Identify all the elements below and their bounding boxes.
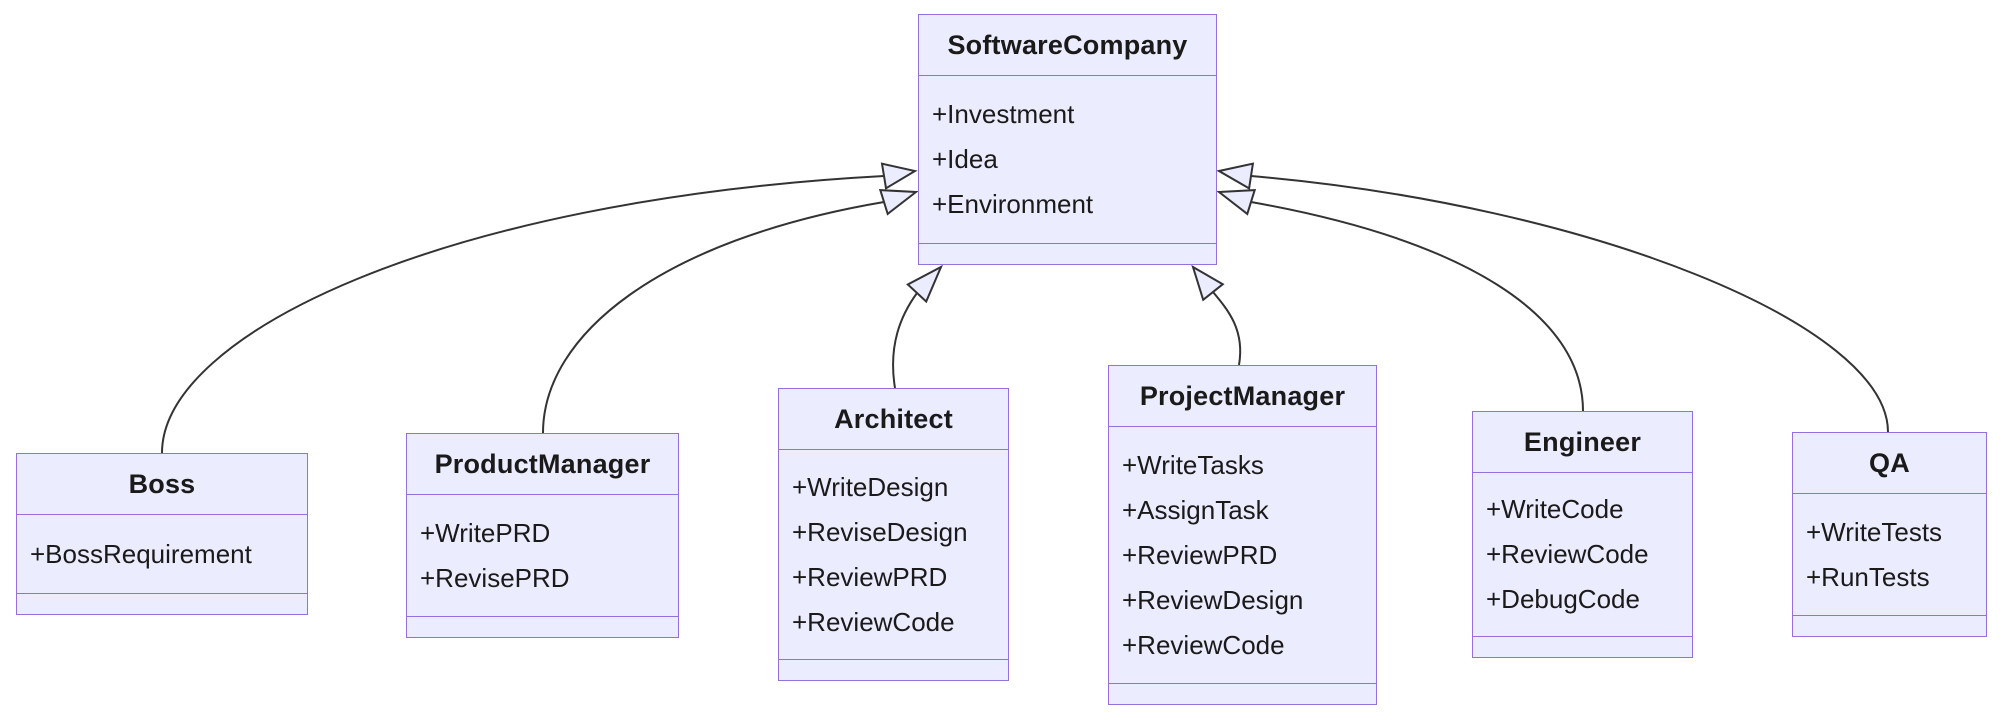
class-name: Boss	[17, 454, 307, 515]
class-attribute: +ReviewCode	[1122, 629, 1285, 660]
class-members: +WriteTests +RunTests	[1793, 494, 1986, 615]
inheritance-edge-productmanager	[542, 201, 885, 434]
class-name: QA	[1793, 433, 1986, 494]
class-box-boss: Boss +BossRequirement	[16, 453, 308, 615]
class-attribute: +Idea	[932, 144, 998, 174]
inheritance-arrowhead-architect	[906, 264, 944, 304]
class-box-engineer: Engineer +WriteCode +ReviewCode +DebugCo…	[1472, 411, 1693, 658]
class-attribute: +ReviewPRD	[1122, 539, 1278, 570]
class-attribute: +RevisePRD	[420, 562, 570, 593]
class-attribute: +Investment	[932, 99, 1075, 129]
class-members: +WriteTasks +AssignTask +ReviewPRD +Revi…	[1109, 427, 1376, 683]
class-name: ProjectManager	[1109, 366, 1376, 427]
class-methods-compartment-empty	[1109, 683, 1376, 704]
class-members: +BossRequirement	[17, 515, 307, 593]
class-attribute: +BossRequirement	[30, 538, 252, 569]
class-methods-compartment-empty	[407, 616, 678, 637]
inheritance-edge-engineer	[1250, 201, 1584, 412]
class-attribute: +WriteTests	[1806, 516, 1943, 547]
class-methods-compartment-empty	[1473, 636, 1692, 657]
class-methods-compartment-empty	[919, 243, 1216, 264]
class-attribute: +WritePRD	[420, 517, 551, 548]
class-box-architect: Architect +WriteDesign +ReviseDesign +Re…	[778, 388, 1009, 681]
class-attribute: +DebugCode	[1486, 584, 1640, 614]
inheritance-arrowhead-projectmanager	[1191, 264, 1225, 302]
class-name: Engineer	[1473, 412, 1692, 473]
class-methods-compartment-empty	[779, 659, 1008, 680]
class-methods-compartment-empty	[1793, 615, 1986, 636]
inheritance-edge-projectmanager	[1212, 291, 1242, 366]
class-attribute: +ReviewDesign	[1122, 584, 1304, 615]
inheritance-edge-architect	[892, 292, 918, 389]
class-box-qa: QA +WriteTests +RunTests	[1792, 432, 1987, 637]
inheritance-edge-qa	[1250, 175, 1889, 433]
class-attribute: +AssignTask	[1122, 494, 1269, 525]
class-name: SoftwareCompany	[919, 15, 1216, 76]
class-name: ProductManager	[407, 434, 678, 495]
class-attribute: +ReviewPRD	[792, 561, 948, 592]
class-name: Architect	[779, 389, 1008, 450]
inheritance-arrowhead-boss	[880, 162, 918, 190]
class-box-productmanager: ProductManager +WritePRD +RevisePRD	[406, 433, 679, 638]
class-attribute: +ReviewCode	[792, 606, 955, 637]
class-members: +WriteCode +ReviewCode +DebugCode	[1473, 473, 1692, 636]
class-attribute: +ReviseDesign	[792, 516, 968, 547]
class-attribute: +ReviewCode	[1486, 539, 1649, 569]
class-attribute: +RunTests	[1806, 561, 1930, 592]
class-attribute: +WriteTasks	[1122, 449, 1264, 480]
class-members: +WritePRD +RevisePRD	[407, 495, 678, 616]
class-box-projectmanager: ProjectManager +WriteTasks +AssignTask +…	[1108, 365, 1377, 705]
inheritance-arrowhead-engineer	[1216, 189, 1257, 216]
class-box-softwarecompany: SoftwareCompany +Investment +Idea +Envir…	[918, 14, 1217, 265]
inheritance-arrowhead-qa	[1216, 162, 1255, 190]
class-members: +WriteDesign +ReviseDesign +ReviewPRD +R…	[779, 450, 1008, 659]
class-methods-compartment-empty	[17, 593, 307, 614]
inheritance-arrowhead-productmanager	[878, 189, 919, 216]
class-attribute: +WriteCode	[1486, 494, 1624, 524]
class-members: +Investment +Idea +Environment	[919, 76, 1216, 243]
class-attribute: +WriteDesign	[792, 471, 949, 502]
class-attribute: +Environment	[932, 189, 1094, 219]
inheritance-edge-boss	[161, 175, 885, 454]
